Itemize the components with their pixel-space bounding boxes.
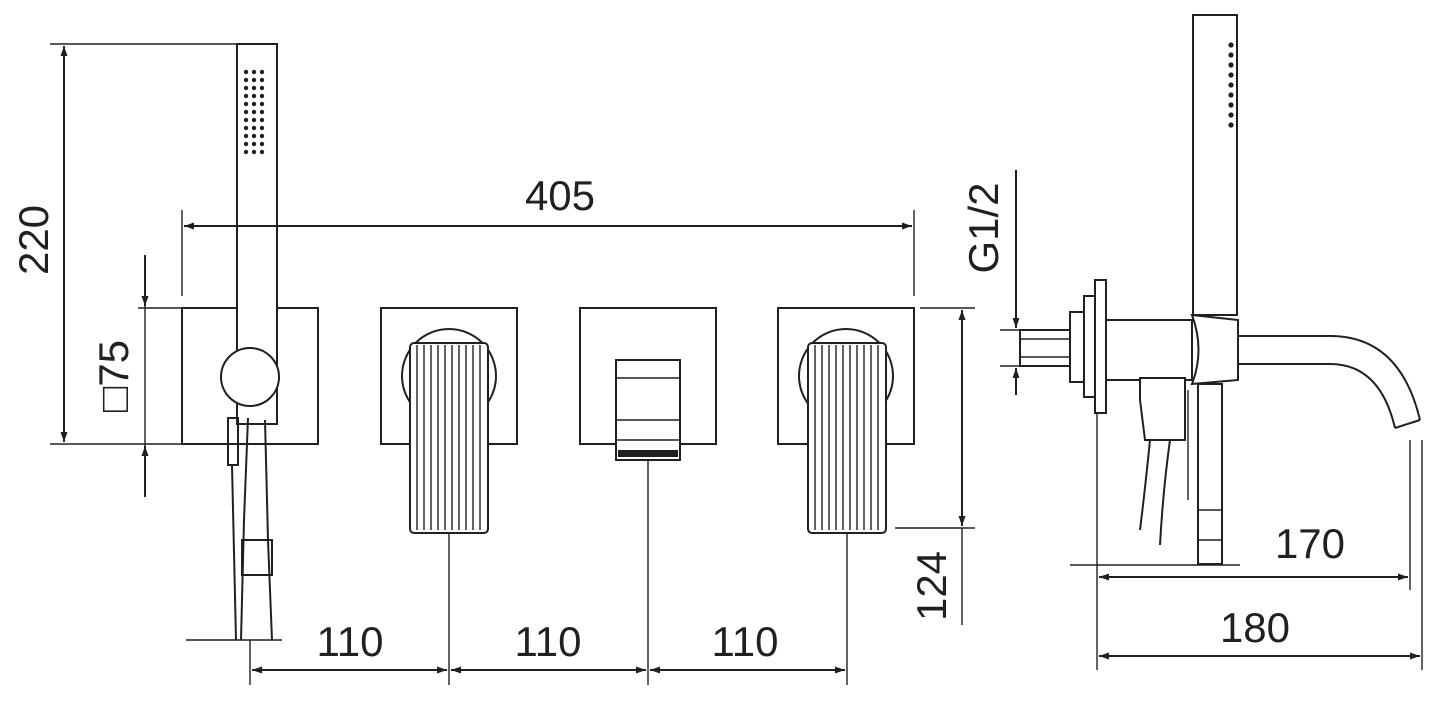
mixer-handle-1: [401, 328, 497, 534]
spout-front: [615, 359, 681, 461]
spray-nozzles: [243, 69, 265, 155]
side-nozzles: [1228, 42, 1234, 128]
side-dimensions: G1/2 170 180: [960, 170, 1423, 670]
dim-220: 220: [10, 205, 57, 275]
side-view: [1019, 14, 1421, 565]
dim-170: 170: [1275, 520, 1345, 567]
dim-124: 124: [908, 551, 955, 621]
dim-110-a: 110: [317, 618, 384, 665]
hand-shower: [220, 43, 280, 641]
dim-110-c: 110: [712, 618, 779, 665]
front-dimensions: 220 □75 405 110 110 110 124: [10, 43, 975, 685]
dim-110-b: 110: [515, 618, 582, 665]
dim-405: 405: [525, 172, 595, 219]
mixer-handle-2: [798, 328, 894, 534]
dim-180: 180: [1220, 604, 1290, 651]
dim-plate-size: □75: [90, 340, 137, 412]
dim-thread: G1/2: [960, 182, 1007, 273]
front-view: [181, 43, 915, 641]
